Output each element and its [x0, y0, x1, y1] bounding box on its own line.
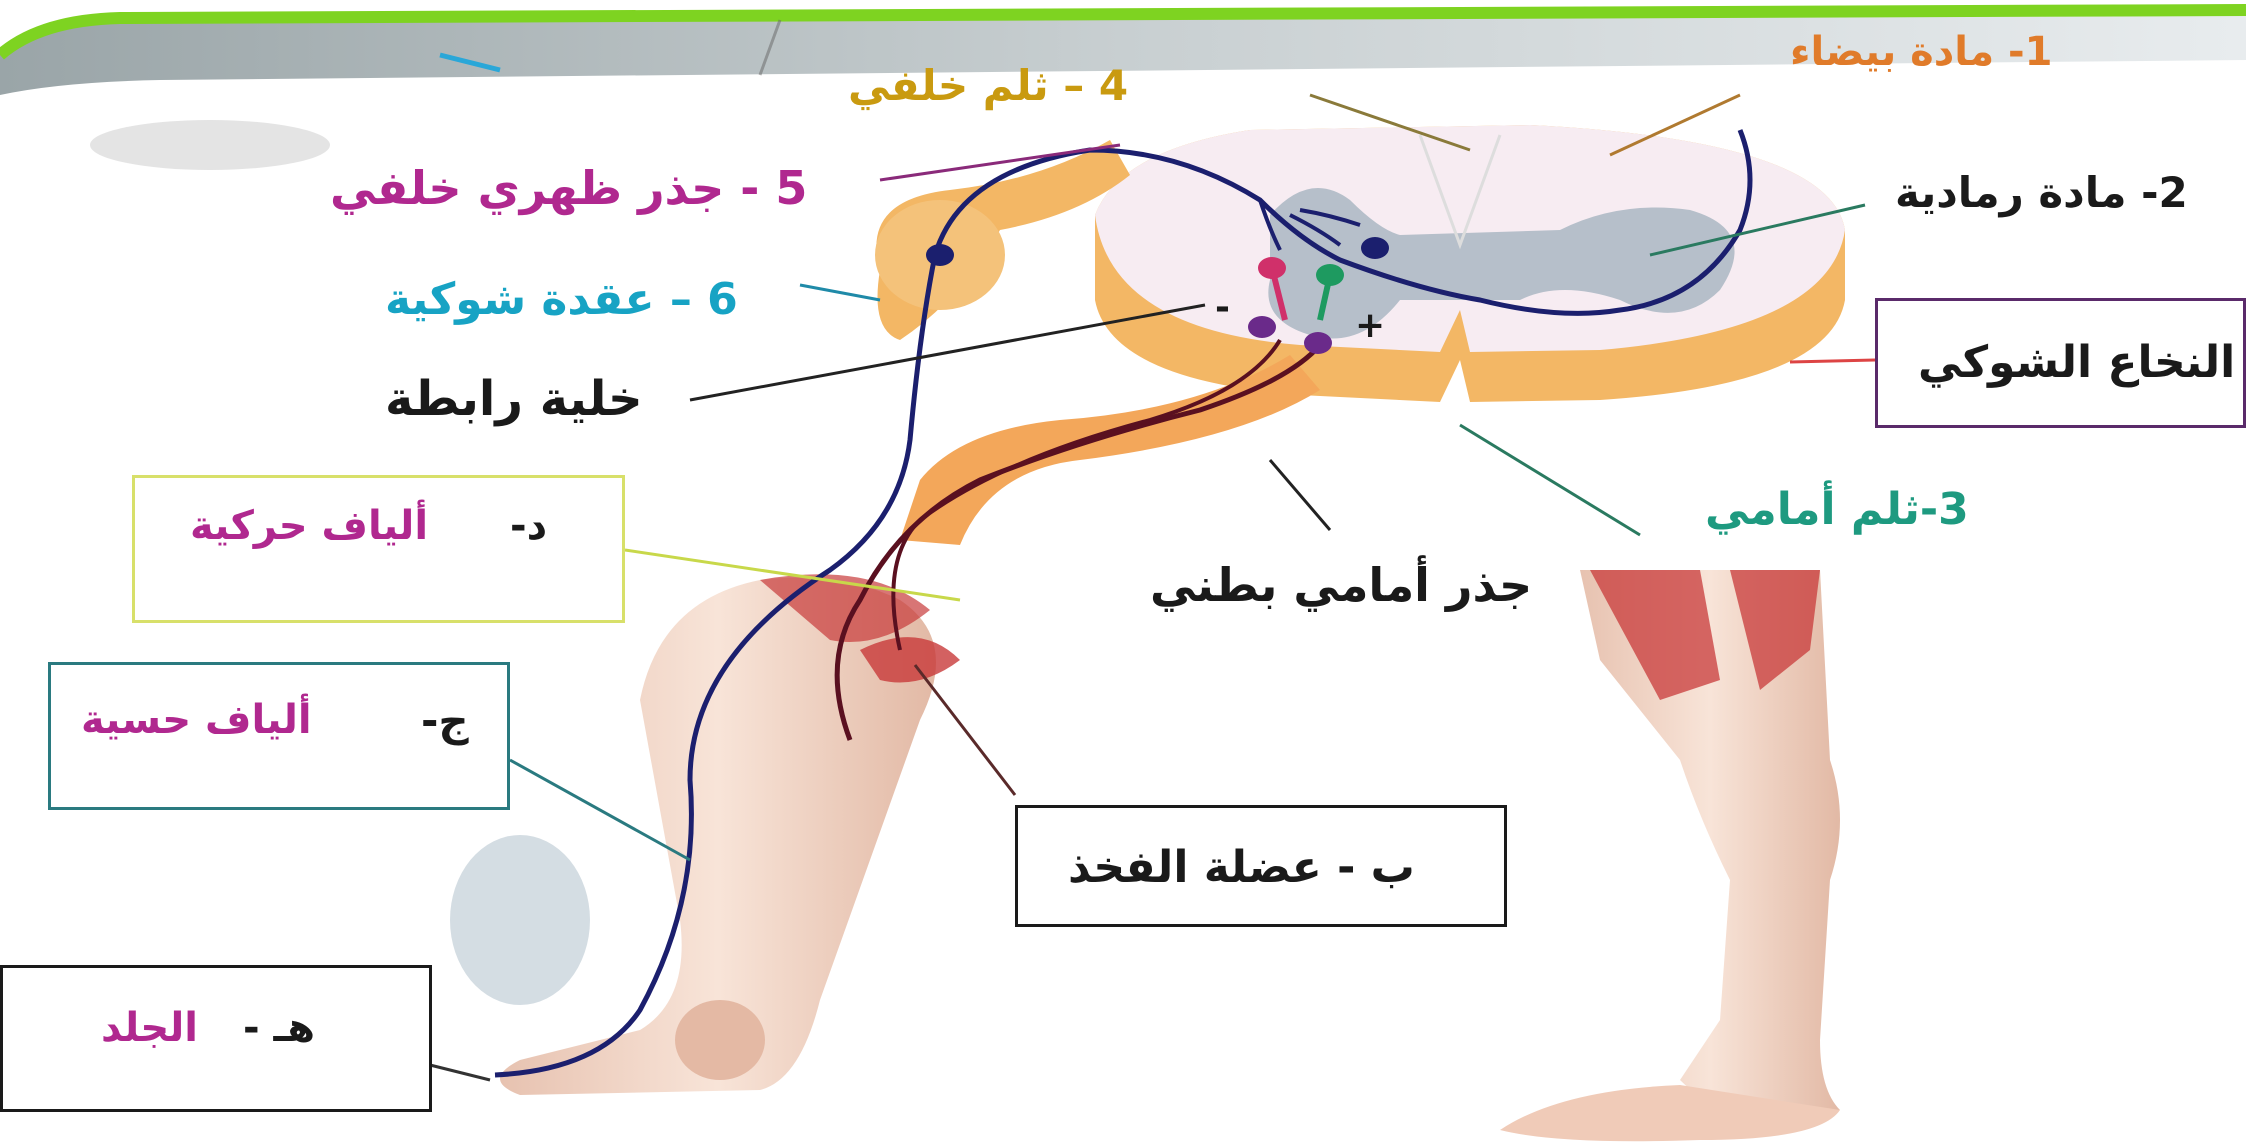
label-motor-fibers: ألياف حركية [190, 506, 428, 546]
label-interneuron: خلية رابطة [385, 375, 643, 423]
bent-leg [500, 574, 960, 1095]
synapse-minus-sign: - [1215, 290, 1230, 326]
spinal-ganglion [875, 140, 1130, 340]
label-grey-matter: 2- مادة رمادية [1895, 172, 2188, 214]
thigh-muscle-box: ب - عضلة الفخذ [1015, 805, 1507, 927]
motor-fibers-box: د- ألياف حركية [132, 475, 625, 623]
label-ventral-root: جذر أمامي بطني [1150, 562, 1532, 608]
background-blur [450, 835, 590, 1005]
label-anterior-fissure: 3-ثلم أمامي [1705, 488, 1969, 532]
label-posterior-sulcus: 4 – ثلم خلفي [848, 65, 1128, 107]
label-sensory-fibers: ألياف حسية [81, 700, 312, 740]
spinal-cord [1095, 125, 1845, 402]
standing-leg [1500, 570, 1840, 1141]
label-spinal-cord: النخاع الشوكي [1918, 341, 2235, 385]
ganglion-cell-body [926, 244, 954, 266]
spinal-cord-box: النخاع الشوكي [1875, 298, 2246, 428]
skin-box: هـ - الجلد [0, 965, 432, 1112]
skin-letter: هـ - [243, 1008, 315, 1048]
label-thigh-muscle: ب - عضلة الفخذ [1068, 846, 1415, 890]
label-skin: الجلد [101, 1008, 198, 1048]
sensory-fibers-letter: ج- [421, 700, 469, 742]
label-spinal-ganglion: 6 – عقدة شوكية [385, 278, 738, 322]
synapse-plus-sign: + [1355, 308, 1385, 344]
label-dorsal-root: 5 - جذر ظهري خلفي [330, 165, 807, 211]
ventral-root [900, 355, 1320, 545]
sensory-fibers-box: ج- ألياف حسية [48, 662, 510, 810]
label-white-matter: 1- مادة بيضاء [1790, 32, 2052, 72]
background-blur [90, 120, 330, 170]
motor-fibers-letter: د- [510, 506, 547, 546]
